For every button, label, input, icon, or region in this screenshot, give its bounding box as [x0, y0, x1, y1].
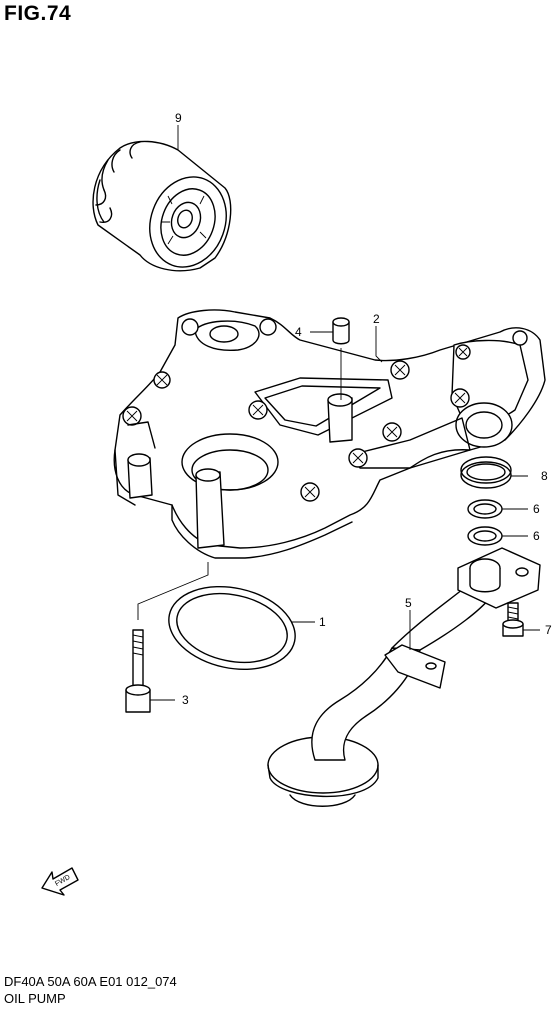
fwd-arrow-icon: FWD: [41, 867, 79, 896]
callout-6-lower: 6: [533, 529, 540, 543]
callout-9: 9: [175, 111, 182, 125]
callout-6-upper: 6: [533, 502, 540, 516]
figure-name: OIL PUMP: [4, 991, 66, 1006]
part-oil-strainer[interactable]: [267, 547, 541, 807]
callout-5: 5: [405, 596, 412, 610]
callout-1: 1: [319, 615, 326, 629]
callout-8: 8: [541, 469, 548, 483]
part-dowel-pin[interactable]: [332, 317, 350, 345]
model-code: DF40A 50A 60A E01 012_074: [4, 974, 177, 989]
part-o-ring-small-upper[interactable]: [467, 499, 503, 519]
part-gasket-ring[interactable]: [161, 576, 303, 681]
part-bolt-long[interactable]: [125, 629, 151, 713]
figure-title: FIG.74: [4, 2, 72, 25]
callout-2: 2: [373, 312, 380, 326]
part-oil-filter[interactable]: [92, 140, 238, 277]
leader-lines: [137, 125, 540, 701]
part-bolt-short[interactable]: [502, 602, 524, 637]
part-o-ring-large[interactable]: [460, 456, 512, 489]
part-oil-pump-body[interactable]: [113, 309, 546, 559]
callout-7: 7: [545, 623, 552, 637]
callout-4: 4: [295, 325, 302, 339]
callout-3: 3: [182, 693, 189, 707]
part-o-ring-small-lower[interactable]: [467, 526, 503, 546]
